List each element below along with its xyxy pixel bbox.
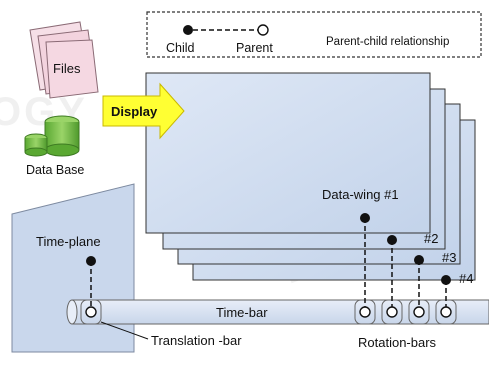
data-wing-label-2: #2	[424, 231, 438, 246]
files-icon: Files	[29, 21, 99, 99]
wing-child-dot-1	[360, 213, 370, 223]
rotation-bars: Data-wing #1 #2 #3 #4 Rotation-bars	[322, 187, 473, 350]
display-arrow: Display	[102, 82, 185, 140]
data-wing-panels	[145, 72, 476, 281]
legend-relationship-label: Parent-child relationship	[326, 36, 449, 48]
rotation-parent-dot-1	[359, 306, 371, 318]
time-plane-label: Time-plane	[36, 234, 101, 249]
wing-child-dot-4	[441, 275, 451, 285]
legend-child-dot	[183, 25, 193, 35]
legend-frame	[146, 11, 482, 58]
display-label: Display	[111, 104, 158, 119]
data-wing-label-4: #4	[459, 271, 473, 286]
legend-parent-dot	[257, 24, 269, 36]
data-wing-label-1: Data-wing #1	[322, 187, 399, 202]
database-label: Data Base	[26, 163, 84, 177]
data-wing-panel-1	[145, 72, 431, 234]
translation-bar-label: Translation -bar	[151, 333, 242, 348]
legend-box: Child Parent Parent-child relationship	[146, 11, 482, 58]
time-plane-child-dot	[86, 256, 96, 266]
database-icon: Data Base	[24, 115, 84, 177]
data-wing-label-3: #3	[442, 250, 456, 265]
translation-joint: Translation -bar	[80, 256, 242, 348]
rotation-parent-dot-2	[386, 306, 398, 318]
time-bar-label: Time-bar	[216, 305, 268, 320]
legend-parent-label: Parent	[236, 41, 273, 55]
wing-child-dot-3	[414, 255, 424, 265]
legend-child-label: Child	[166, 41, 195, 55]
time-bar: Time-bar	[66, 299, 489, 325]
wing-child-dot-2	[387, 235, 397, 245]
rotation-parent-dot-3	[413, 306, 425, 318]
translation-leader	[100, 321, 149, 340]
rotation-parent-dot-4	[440, 306, 452, 318]
files-label: Files	[53, 61, 81, 76]
rotation-bars-label: Rotation-bars	[358, 335, 437, 350]
time-bar-body	[71, 299, 489, 325]
time-bar-end	[66, 299, 78, 325]
translation-parent-dot	[85, 306, 97, 318]
